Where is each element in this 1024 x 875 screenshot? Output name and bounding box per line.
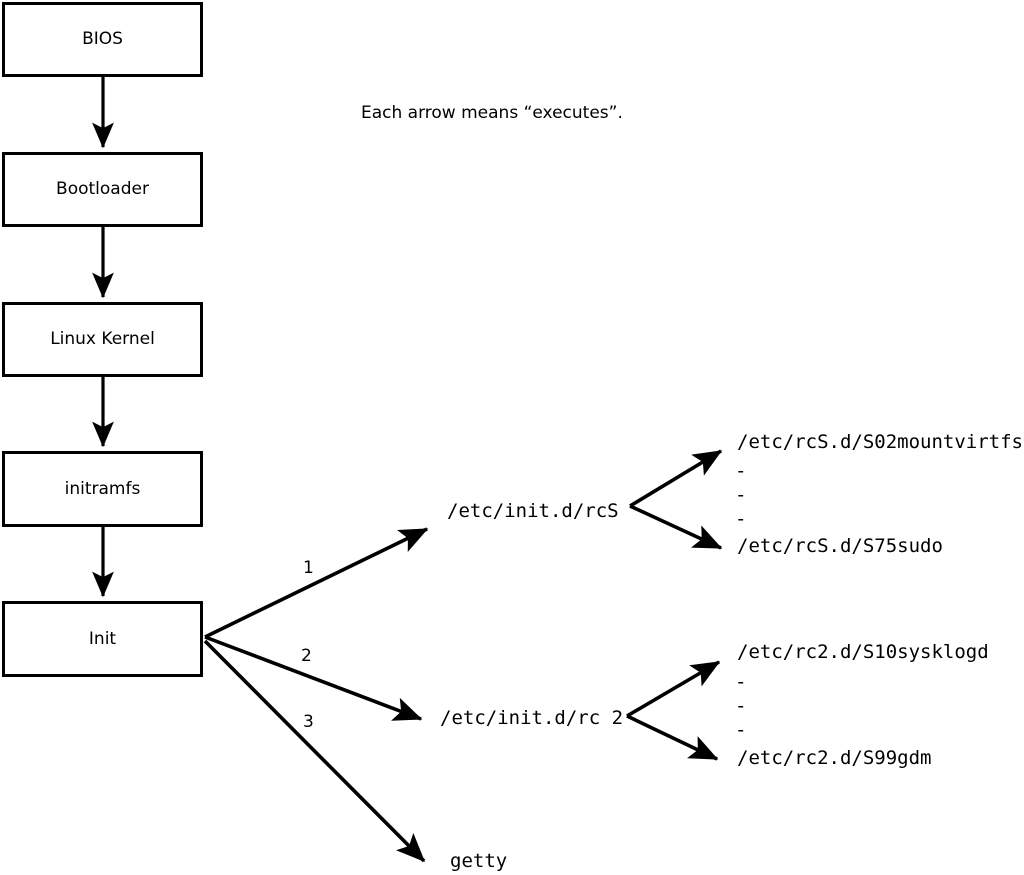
- label-rcs-last-script[interactable]: /etc/rcS.d/S75sudo: [737, 535, 943, 557]
- node-init[interactable]: Init: [2, 601, 203, 677]
- node-bootloader[interactable]: Bootloader: [2, 152, 203, 227]
- node-init-label: Init: [88, 628, 117, 649]
- fan-arrow-rcs-last: [629, 504, 723, 550]
- ellipsis-dash-rc2-1: -: [735, 671, 747, 693]
- fan-arrow-rc2-first: [626, 660, 721, 718]
- ellipsis-dash-rc2-3: -: [735, 719, 747, 741]
- ellipsis-dash-rcs-1: -: [735, 460, 747, 482]
- branch-arrow-init-to-rcs: [204, 527, 429, 639]
- label-etc-init-d-rc2[interactable]: /etc/init.d/rc 2: [440, 707, 624, 729]
- label-rc2-first-script[interactable]: /etc/rc2.d/S10sysklogd: [737, 641, 989, 663]
- node-initramfs-label: initramfs: [64, 478, 141, 499]
- label-rcs-first-script[interactable]: /etc/rcS.d/S02mountvirtfs: [737, 431, 1023, 453]
- node-initramfs[interactable]: initramfs: [2, 451, 203, 527]
- label-getty[interactable]: getty: [450, 850, 508, 872]
- label-etc-init-d-rcs[interactable]: /etc/init.d/rcS: [447, 500, 619, 522]
- ellipsis-dash-rcs-3: -: [735, 508, 747, 530]
- node-bios-label: BIOS: [82, 29, 123, 49]
- branch-number-3: 3: [303, 712, 314, 732]
- node-linux-kernel-label: Linux Kernel: [50, 329, 155, 349]
- branch-arrow-init-to-getty: [203, 639, 426, 863]
- branch-number-1: 1: [303, 558, 314, 578]
- node-bootloader-label: Bootloader: [56, 179, 149, 199]
- node-linux-kernel[interactable]: Linux Kernel: [2, 302, 203, 377]
- fan-arrow-rcs-first: [629, 449, 723, 508]
- ellipsis-dash-rcs-2: -: [735, 484, 747, 506]
- node-bios[interactable]: BIOS: [2, 2, 203, 77]
- label-rc2-last-script[interactable]: /etc/rc2.d/S99gdm: [737, 747, 932, 769]
- ellipsis-dash-rc2-2: -: [735, 695, 747, 717]
- branch-arrow-init-to-rc2: [204, 635, 423, 721]
- branch-number-2: 2: [301, 646, 312, 666]
- fan-arrow-rc2-last: [626, 714, 719, 761]
- caption-note: Each arrow means “executes”.: [361, 103, 623, 123]
